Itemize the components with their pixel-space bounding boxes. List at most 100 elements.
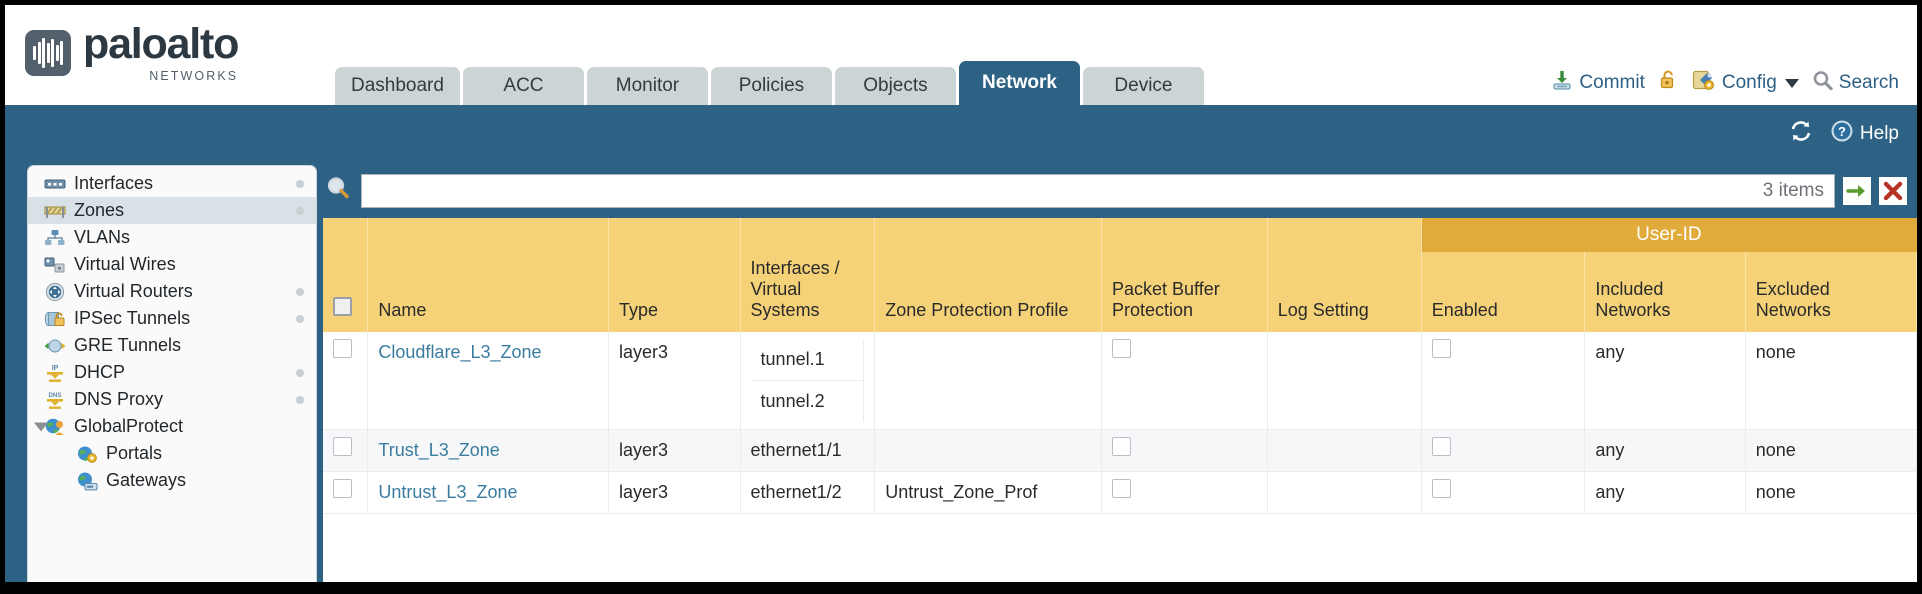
zone-link[interactable]: Trust_L3_Zone [378,439,500,460]
cell-packet-buffer-protection[interactable] [1101,429,1268,472]
vlans-icon [44,228,66,248]
tab-device[interactable]: Device [1082,67,1204,105]
zone-link[interactable]: Untrust_L3_Zone [378,481,518,502]
globalprotect-icon [44,417,66,437]
column-header-included-networks[interactable]: Included Networks [1584,252,1746,332]
table-header-row: Name Type Interfaces / Virtual Systems Z… [323,252,1917,332]
cell-interfaces: ethernet1/2 [740,471,876,514]
row-checkbox[interactable] [333,338,352,358]
chevron-down-icon[interactable] [1784,78,1799,88]
brand-sub: NETWORKS [149,69,239,83]
commit-label: Commit [1579,72,1645,93]
packet-buffer-checkbox[interactable] [1112,436,1131,456]
search-label: Search [1838,72,1899,93]
zone-link[interactable]: Cloudflare_L3_Zone [378,341,542,362]
ipsec-tunnels-icon [44,309,66,329]
svg-text:DNS: DNS [48,392,61,399]
sidebar-item-ipsec-tunnels[interactable]: IPSec Tunnels [28,305,316,332]
interfaces-icon [44,174,66,194]
tab-policies[interactable]: Policies [710,67,832,105]
main-nav-tabs[interactable]: Dashboard ACC Monitor Policies Objects N… [335,61,1204,105]
row-checkbox[interactable] [333,436,352,456]
search-input[interactable] [372,180,1753,201]
column-header-enabled[interactable]: Enabled [1421,252,1586,332]
unlock-icon[interactable] [1658,69,1679,97]
sidebar-item-zones[interactable]: Zones [28,197,316,224]
tab-acc[interactable]: ACC [462,67,584,105]
column-header-interfaces[interactable]: Interfaces / Virtual Systems [740,252,876,332]
svg-text:IP: IP [52,365,59,372]
select-all-header[interactable] [323,252,369,332]
cell-packet-buffer-protection[interactable] [1101,471,1268,514]
sidebar-item-label: Interfaces [74,173,154,193]
column-header-zone-protection-profile[interactable]: Zone Protection Profile [874,252,1102,332]
cell-name[interactable]: Untrust_L3_Zone [367,471,610,514]
search-button[interactable]: Search [1812,70,1899,97]
row-select-cell[interactable] [323,331,369,430]
help-button[interactable]: ? Help [1830,119,1899,149]
column-header-packet-buffer-protection[interactable]: Packet Buffer Protection [1101,252,1268,332]
select-all-checkbox[interactable] [333,297,352,317]
sidebar-item-label: Gateways [106,470,187,490]
table-row[interactable]: Untrust_L3_Zone layer3 ethernet1/2 Untru… [323,471,1917,514]
sub-header-band: ? Help [5,105,1917,163]
group-spacer [323,218,369,252]
column-header-name[interactable]: Name [367,252,610,332]
clear-filter-button[interactable] [1879,176,1907,205]
userid-enabled-checkbox[interactable] [1431,436,1451,456]
sidebar-item-virtual-routers[interactable]: Virtual Routers [28,278,316,305]
sidebar-item-globalprotect[interactable]: GlobalProtect [28,413,316,440]
tab-monitor[interactable]: Monitor [586,67,708,105]
tab-network[interactable]: Network [958,61,1080,105]
sidebar-item-gre-tunnels[interactable]: GRE Tunnels [28,332,316,359]
filter-bar: 3 items [317,163,1917,218]
row-select-cell[interactable] [323,471,369,514]
sidebar-item-virtual-wires[interactable]: Virtual Wires [28,251,316,278]
cell-zone-protection-profile [874,331,1102,430]
cell-userid-enabled[interactable] [1421,331,1586,430]
content-panel: 3 items [317,163,1917,582]
row-select-cell[interactable] [323,429,369,472]
tab-dashboard[interactable]: Dashboard [335,67,460,105]
refresh-icon[interactable] [1788,119,1814,149]
cell-name[interactable]: Cloudflare_L3_Zone [367,331,610,430]
packet-buffer-checkbox[interactable] [1112,478,1131,498]
sidebar-item-dhcp[interactable]: IP DHCP [28,359,316,386]
column-header-log-setting[interactable]: Log Setting [1267,252,1422,332]
tab-objects[interactable]: Objects [834,67,956,105]
row-checkbox[interactable] [333,478,352,498]
sidebar-item-gateways[interactable]: Gateways [28,467,316,494]
column-header-type[interactable]: Type [608,252,741,332]
userid-enabled-checkbox[interactable] [1431,338,1451,358]
virtual-wires-icon [44,255,66,275]
table-row[interactable]: Cloudflare_L3_Zone layer3 tunnel.1 tunne… [323,331,1917,430]
cell-packet-buffer-protection[interactable] [1101,331,1268,430]
table-row[interactable]: Trust_L3_Zone layer3 ethernet1/1 [323,429,1917,472]
sidebar-item-interfaces[interactable]: Interfaces [28,170,316,197]
userid-enabled-checkbox[interactable] [1431,478,1451,498]
sidebar-item-label: Portals [106,443,163,463]
cell-included-networks: any [1584,429,1746,472]
config-menu[interactable]: Config [1692,69,1799,97]
cell-userid-enabled[interactable] [1421,429,1586,472]
sidebar-item-portals[interactable]: Portals [28,440,316,467]
cell-log-setting [1267,429,1422,472]
sidebar-item-dns-proxy[interactable]: DNS DNS Proxy [28,386,316,413]
cell-log-setting [1267,471,1422,514]
cell-userid-enabled[interactable] [1421,471,1586,514]
apply-filter-button[interactable] [1843,176,1871,205]
commit-button[interactable]: Commit [1551,69,1645,97]
cell-name[interactable]: Trust_L3_Zone [367,429,610,472]
search-field-wrapper[interactable]: 3 items [361,173,1835,208]
virtual-routers-icon [44,282,66,302]
sidebar-container: Interfaces Zones [5,163,317,582]
portals-icon [76,444,98,464]
packet-buffer-checkbox[interactable] [1112,338,1131,358]
column-header-excluded-networks[interactable]: Excluded Networks [1745,252,1917,332]
chevron-down-icon[interactable] [34,422,48,431]
brand-name: paloalto [83,20,239,68]
cell-type: layer3 [608,471,741,514]
filter-search-icon[interactable] [323,175,353,206]
sidebar-item-vlans[interactable]: VLANs [28,224,316,251]
